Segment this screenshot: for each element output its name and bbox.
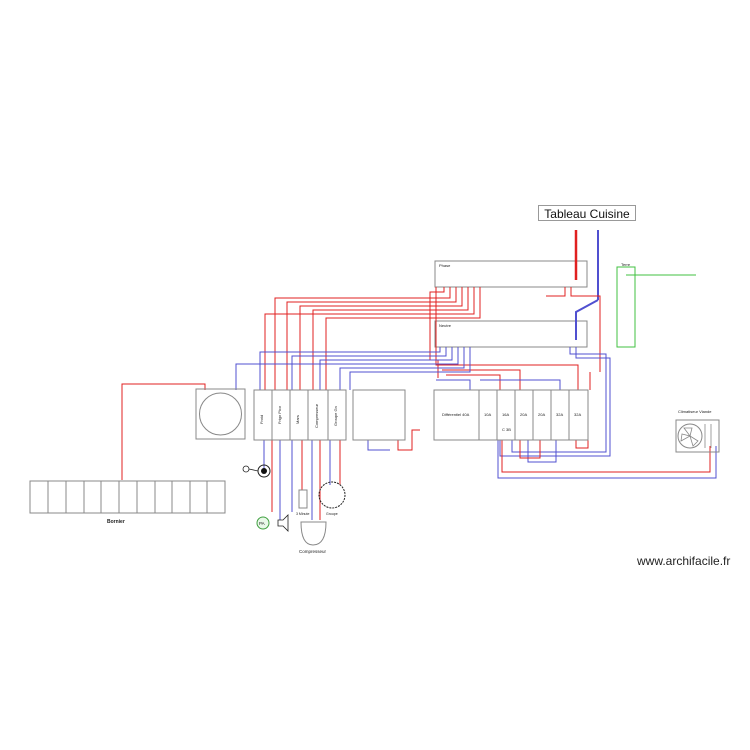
lamp-icon [261,468,267,474]
empty-module [352,389,406,441]
compresseur-label: Compresseur [299,549,327,554]
module-label: 10A [484,412,491,417]
phase-wiring [121,287,601,480]
module-block-left: Froid Frigo Pico Mars Compresseur Groupe… [253,389,347,441]
module-sublabel: C 3B [502,427,511,432]
page-title: Tableau Cuisine [538,205,636,221]
groupe-icon [318,481,346,509]
bornier: Bornier [29,480,226,525]
phase-bar [434,260,588,288]
module-label: 32A [556,412,563,417]
module-label: 20A [538,412,545,417]
round-device-box [195,388,246,440]
module-label: 20A [520,412,527,417]
module-label: Frigo Pico [277,405,282,424]
timer-box [298,489,308,509]
neutre-wiring [235,347,611,457]
switch-symbols: PA [242,464,289,532]
neutre-bar [434,320,588,348]
climatiseur-label: Climatiseur Viande [678,409,712,414]
switch-icon [242,465,250,473]
module-label: Différentiel 40A [442,412,470,417]
climatiseur-unit: Climatiseur Viande [675,409,720,453]
neutre-label: Neutre [439,323,452,328]
module-label: 32A [574,412,581,417]
module-block-right: Différentiel 40A 10A 16A 20A 20A 32A 32A… [433,389,589,441]
pa-label: PA [259,521,265,526]
phase-label: Phase [439,263,451,268]
speaker-icon [277,514,289,532]
module-label: Mars [295,415,300,424]
pa-badge [256,516,270,530]
terre-bar [616,266,636,348]
compresseur-icon [300,521,327,546]
bornier-label: Bornier [107,519,125,525]
groupe-label: Groupe [326,512,338,516]
timer-label: 3 Minute [296,512,309,516]
module-label: 16A [502,412,509,417]
terre-label: Terre [621,262,631,267]
module-label: Groupe Gn [333,406,338,426]
watermark-text: www.archifacile.fr [637,554,731,568]
fan-icon [680,427,699,447]
round-device-icon [199,392,242,436]
module-label: Compresseur [314,403,319,428]
module-label: Froid [259,415,264,424]
